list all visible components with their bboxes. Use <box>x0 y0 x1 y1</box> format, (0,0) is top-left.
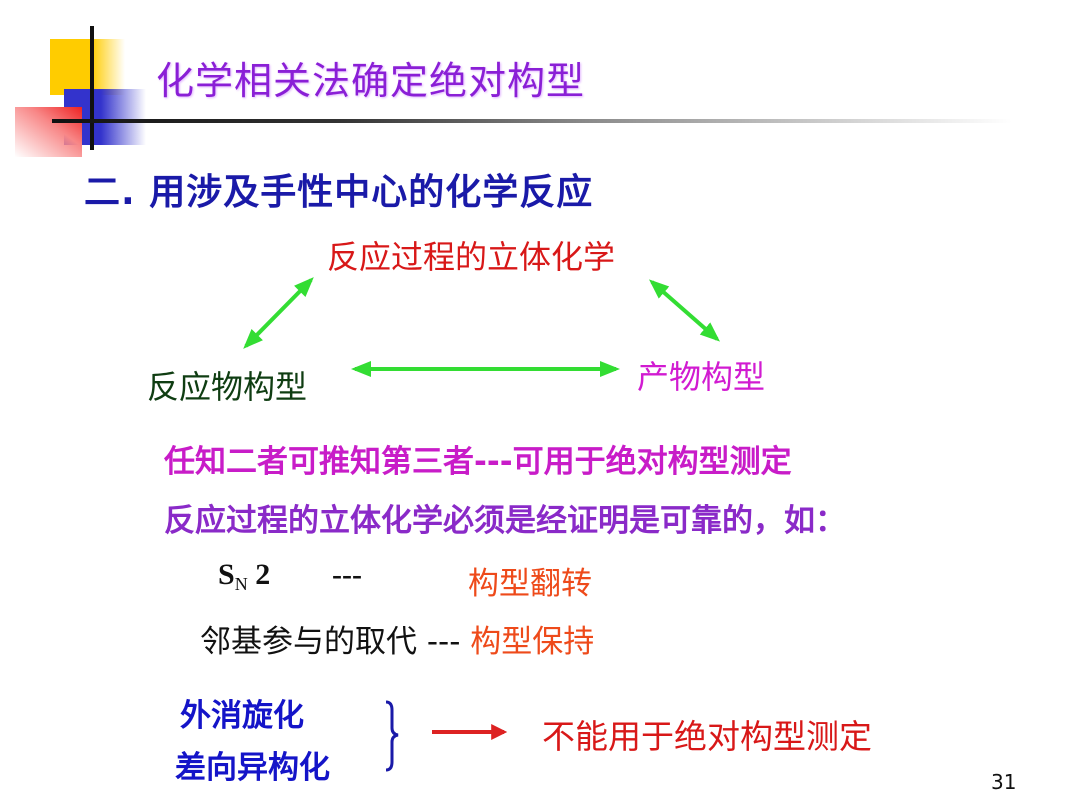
diagram-node-product-config: 产物构型 <box>637 358 766 396</box>
body-line-any-two-infer-third: 任知二者可推知第三者---可用于绝对构型测定 <box>164 444 792 480</box>
decor-red-square <box>15 107 82 157</box>
diagram-node-stereochemistry: 反应过程的立体化学 <box>327 238 616 276</box>
ngp-line: 邻基参与的取代 --- 构型保持 <box>200 616 594 661</box>
section-heading: 二. 用涉及手性中心的化学反应 <box>84 172 594 213</box>
slide-title: 化学相关法确定绝对构型 <box>156 59 586 103</box>
exception-epimerization: 差向异构化 <box>175 750 330 786</box>
sn2-dash: --- <box>332 558 362 591</box>
body-line-stereochem-must-be-proven: 反应过程的立体化学必须是经证明是可靠的，如： <box>164 503 846 539</box>
sn2-number: 2 <box>247 558 271 591</box>
page-number: 31 <box>991 770 1017 794</box>
sn2-label: SN 2 <box>218 558 270 595</box>
right-brace-icon <box>385 700 399 772</box>
exception-racemization: 外消旋化 <box>180 698 304 734</box>
decor-vertical-line <box>90 26 94 150</box>
double-arrow-right-icon <box>648 279 721 342</box>
double-arrow-left-icon <box>243 277 314 349</box>
ngp-result-retention: 构型保持 <box>470 624 595 660</box>
sn2-result-inversion: 构型翻转 <box>468 566 592 602</box>
sn2-subscript: N <box>234 574 248 594</box>
exception-result: 不能用于绝对构型测定 <box>542 717 872 756</box>
decor-yellow-square <box>50 39 125 95</box>
title-underline <box>52 119 1012 123</box>
diagram-node-reactant-config: 反应物构型 <box>147 368 308 406</box>
sn2-s: S <box>218 558 235 591</box>
ngp-label: 邻基参与的取代 --- <box>200 624 471 660</box>
